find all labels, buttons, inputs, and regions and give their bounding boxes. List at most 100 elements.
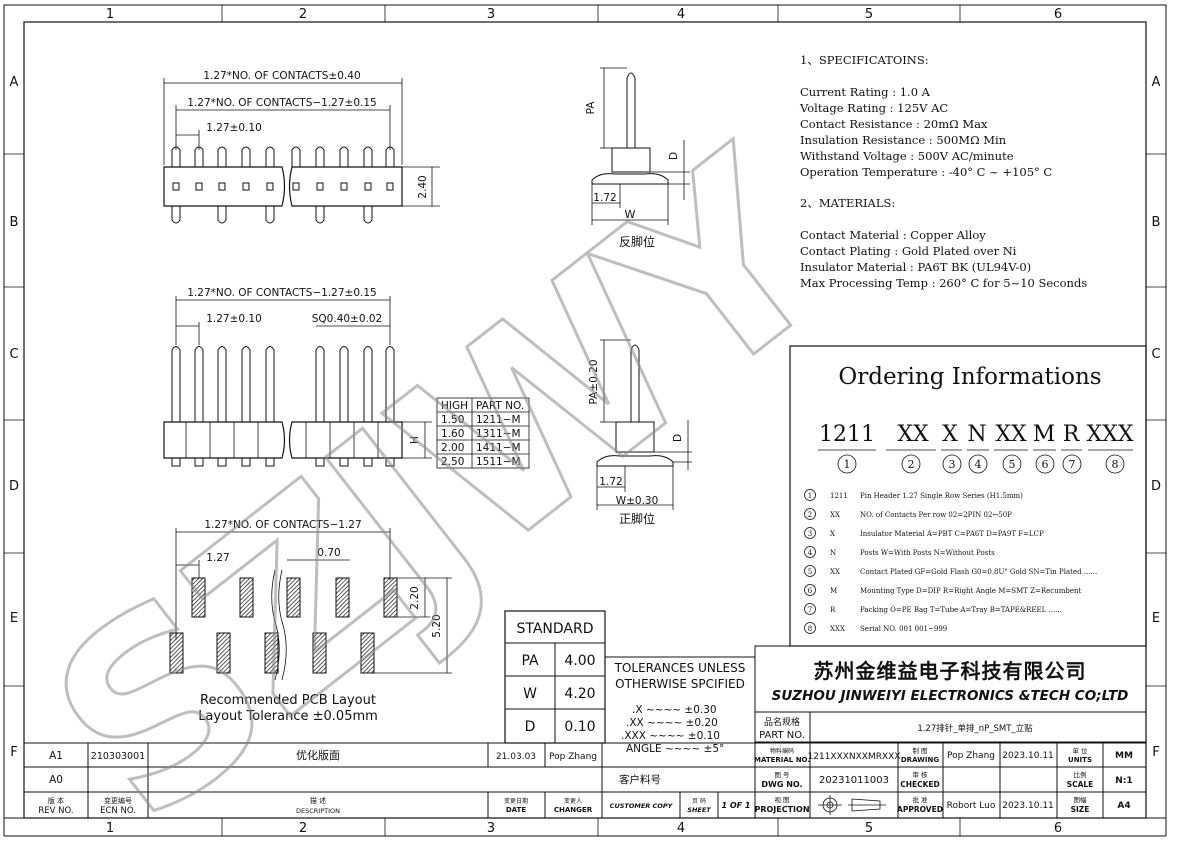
row-desc: Serial NO. 001 001~999 — [860, 625, 947, 633]
size-label-cn: 图幅 — [1074, 795, 1088, 804]
code-number: 6 — [1042, 458, 1049, 471]
row-label-e-right: E — [1152, 611, 1160, 626]
scale-label-en: SCALE — [1067, 780, 1094, 789]
dim-w-bottom: W±0.30 — [616, 495, 659, 507]
top-view: 1.27*NO. OF CONTACTS±0.40 1.27*NO. OF CO… — [163, 70, 440, 224]
high-table-header-high: HIGH — [441, 400, 468, 412]
ecn-header-en: ECN NO. — [100, 806, 136, 816]
high-table-cell: 2.00 — [441, 442, 464, 454]
dim-square: SQ0.40±0.02 — [312, 313, 383, 325]
dwg-label-en: DWG NO. — [761, 780, 802, 789]
rev-a0: A0 — [49, 774, 63, 786]
row-code: N — [830, 549, 836, 557]
row-desc: Insulator Material A=PBT C=PA6T D=PA9T F… — [860, 530, 1044, 538]
pcb-dim-span: 5.20 — [431, 614, 443, 637]
dwg-label-cn: 图 号 — [774, 771, 790, 779]
pcb-dim-total: 1.27*NO. OF CONTACTS−1.27 — [204, 519, 361, 531]
checked-label-en: CHECKED — [900, 780, 940, 789]
sheet-label-cn: 页 码 — [692, 797, 706, 805]
title-block: TOLERANCES UNLESS OTHERWISE SPCIFIED .X … — [24, 645, 1147, 818]
approved-label-cn: 批 准 — [912, 795, 928, 804]
row-code: XX — [830, 568, 840, 576]
projection-symbol-icon — [818, 795, 886, 815]
row-code: XX — [830, 511, 840, 519]
code-segment: N — [967, 422, 986, 447]
tolerance-title: TOLERANCES UNLESS — [614, 661, 746, 675]
spec-line: Contact Resistance : 20mΩ Max — [800, 117, 988, 131]
col-label-2: 2 — [299, 7, 307, 22]
drawer-name: Pop Zhang — [947, 751, 995, 761]
units-value: MM — [1115, 751, 1133, 761]
tolerance-line: ANGLE ~~~~ ±5° — [626, 743, 724, 755]
code-number: 5 — [1009, 458, 1016, 471]
caption-normal: 正脚位 — [619, 511, 655, 526]
row-label-d: D — [9, 479, 19, 494]
high-table-cell: 1311−M — [476, 428, 521, 440]
code-segment: XX — [995, 422, 1027, 447]
high-table-cell: 2.50 — [441, 456, 464, 468]
size-value: A4 — [1117, 801, 1130, 811]
row-number: 4 — [808, 549, 813, 557]
side-view-reverse: 1.72 W PA D 反脚位 — [585, 67, 690, 249]
row-label-e: E — [10, 611, 18, 626]
standard-key: W — [523, 686, 537, 702]
specifications: 1、SPECIFICATOINS: Current Rating : 1.0 A… — [799, 53, 1087, 290]
material-label-en: MATERIAL NO. — [754, 756, 810, 764]
row-desc: NO. of Contacts Per row 02=2PIN 02↔50P — [860, 511, 1012, 519]
pcb-dim-pitch: 1.27 — [206, 552, 229, 564]
material-line: Max Processing Temp : 260° C for 5~10 Se… — [800, 276, 1087, 290]
approved-label-en: APPROVED — [897, 805, 943, 814]
changer-header-en: CHANGER — [554, 806, 593, 814]
col-label-5-bottom: 5 — [865, 821, 873, 836]
spec-line: Insulation Resistance : 500MΩ Min — [800, 133, 1007, 147]
tolerance-subtitle: OTHERWISE SPCIFIED — [615, 677, 745, 691]
pcb-tolerance: Layout Tolerance ±0.05mm — [198, 709, 378, 724]
row-number: 7 — [808, 606, 812, 614]
row-label-b: B — [10, 215, 19, 230]
rev-date: 21.03.03 — [496, 752, 536, 762]
rev-a1: A1 — [49, 750, 63, 762]
row-number: 5 — [808, 568, 812, 576]
sheet-label-en: SHEET — [687, 806, 711, 814]
row-label-c-right: C — [1151, 347, 1160, 362]
row-label-f-right: F — [1152, 745, 1159, 760]
row-code: XXX — [830, 625, 845, 633]
sheet-value: 1 OF 1 — [722, 801, 751, 810]
scale-label-cn: 比例 — [1074, 770, 1087, 779]
drawing-label-cn: 制 图 — [912, 746, 927, 755]
col-label-3: 3 — [487, 7, 495, 22]
spec-line: Withstand Voltage : 500V AC/minute — [800, 149, 1014, 163]
high-table-cell: 1511−M — [476, 456, 521, 468]
projection-label-en: PROJECTION — [754, 805, 809, 814]
desc-header-cn: 描 述 — [310, 796, 326, 805]
row-number: 3 — [808, 530, 812, 538]
standard-value: 4.20 — [564, 686, 595, 702]
row-label-f: F — [10, 745, 17, 760]
customer-label: 客户料号 — [619, 773, 661, 786]
row-code: 1211 — [830, 492, 848, 500]
dim-pitch-2: 1.27±0.10 — [206, 313, 262, 325]
code-number: 2 — [908, 458, 915, 471]
col-label-6: 6 — [1054, 7, 1062, 22]
spec-line: Operation Temperature : -40° C ~ +105° C — [800, 165, 1052, 179]
materials-heading: 2、MATERIALS: — [800, 196, 895, 210]
row-code: X — [830, 530, 835, 538]
row-number: 2 — [808, 511, 812, 519]
part-label-cn: 品名规格 — [764, 716, 800, 728]
units-label-en: UNITS — [1068, 756, 1092, 764]
row-desc: Posts W=With Posts N=Without Posts — [860, 549, 995, 557]
col-label-4: 4 — [677, 7, 685, 22]
material-line: Contact Material : Copper Alloy — [800, 228, 986, 242]
code-segment: M — [1033, 422, 1056, 447]
rev-header-en: REV NO. — [38, 806, 73, 816]
rev-header-cn: 版 本 — [48, 796, 64, 805]
tolerance-line: .X ~~~~ ±0.30 — [632, 704, 717, 716]
pcb-caption: Recommended PCB Layout — [200, 693, 376, 708]
customer-copy: CUSTOMER COPY — [610, 802, 674, 810]
front-view: 1.27*NO. OF CONTACTS−1.27±0.15 1.27±0.10… — [163, 287, 530, 469]
row-code: R — [830, 606, 836, 614]
high-table-cell: 1.50 — [441, 414, 464, 426]
row-desc: Mounting Type D=DIP R=Right Angle M=SMT … — [860, 587, 1081, 595]
material-label-cn: 物料编码 — [770, 747, 794, 755]
checked-label-cn: 审 核 — [912, 770, 928, 779]
